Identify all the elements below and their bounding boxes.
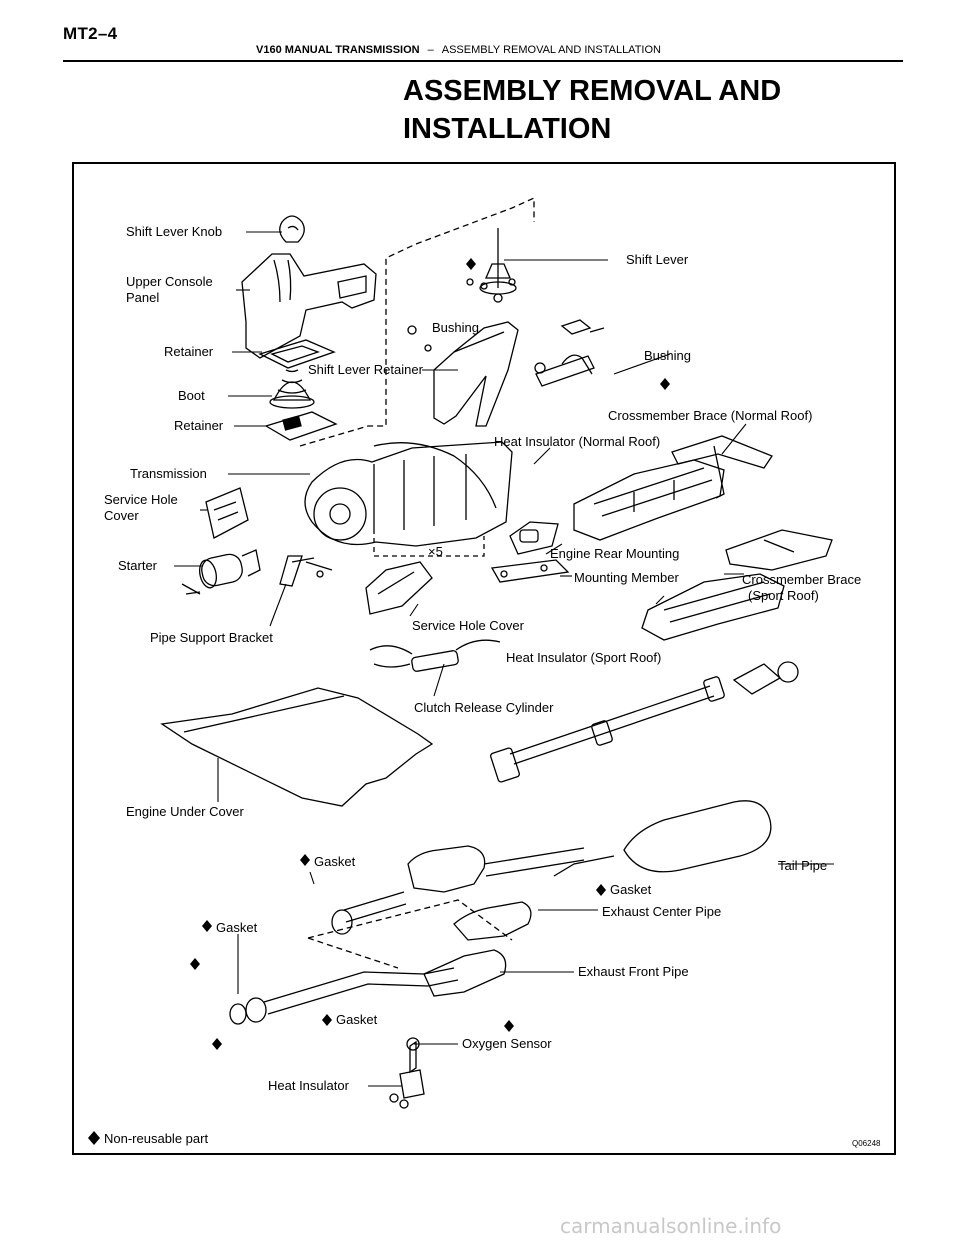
heat-insulator-sport-part: [641, 573, 785, 641]
exhaust-center-pipe-part: [331, 845, 585, 941]
exhaust-dashed-outline: [307, 899, 513, 969]
transmission-part: [304, 441, 513, 557]
label-boot: Boot: [178, 388, 205, 403]
non-reusable-markers: [88, 258, 670, 1145]
engine-rear-mounting-part: [509, 521, 559, 555]
exploded-view-diagram: Shift Lever Knob Upper Console Panel Ret…: [88, 196, 881, 1148]
label-crossmember-brace-normal: Crossmember Brace (Normal Roof): [608, 408, 812, 423]
subsection-title: ASSEMBLY REMOVAL AND INSTALLATION: [441, 44, 661, 56]
pipe-support-bracket-part: [279, 555, 333, 587]
label-heat-insulator-sport: Heat Insulator (Sport Roof): [506, 650, 661, 665]
label-retainer-lower: Retainer: [174, 418, 224, 433]
label-upper-console-panel-1: Upper Console: [126, 274, 213, 289]
oxygen-sensor-part: [406, 1037, 420, 1074]
label-oxygen-sensor: Oxygen Sensor: [462, 1036, 552, 1051]
upper-dashed-outline: [299, 196, 535, 447]
shift-lever-part: [466, 228, 517, 303]
page-number: MT2–4: [63, 24, 118, 43]
label-bushing-upper: Bushing: [432, 320, 479, 335]
retainer-upper-part: [258, 339, 336, 369]
label-service-hole-cover-center: Service Hole Cover: [412, 618, 525, 633]
label-engine-rear-mounting: Engine Rear Mounting: [550, 546, 679, 561]
heat-insulator-normal-part: [573, 459, 725, 541]
label-service-hole-cover-left-2: Cover: [104, 508, 139, 523]
page-title-line-2: INSTALLATION: [403, 113, 612, 145]
crossmember-brace-normal-part: [671, 435, 773, 499]
label-heat-insulator-normal: Heat Insulator (Normal Roof): [494, 434, 660, 449]
service-hole-cover-center-part: [365, 561, 433, 615]
shift-lever-linkage-part: [534, 319, 605, 387]
starter-part: [181, 549, 261, 595]
label-gasket-3: Gasket: [216, 920, 258, 935]
propeller-shaft-part: [490, 661, 799, 783]
label-retainer-upper: Retainer: [164, 344, 214, 359]
mounting-member-part: [490, 559, 570, 583]
label-gasket-2: Gasket: [610, 882, 652, 897]
crossmember-brace-sport-part: [725, 529, 833, 571]
leader-lines: [174, 231, 834, 1087]
boot-part: [269, 369, 315, 409]
label-pipe-support-bracket: Pipe Support Bracket: [150, 630, 273, 645]
exhaust-front-pipe-part: [229, 949, 507, 1025]
upper-console-panel-part: [241, 253, 377, 359]
section-title: V160 MANUAL TRANSMISSION: [256, 44, 420, 56]
label-tail-pipe: Tail Pipe: [778, 858, 827, 873]
page-title: ASSEMBLY REMOVAL AND INSTALLATION: [403, 72, 903, 148]
engine-under-cover-part: [160, 687, 434, 807]
figure-code: Q06248: [852, 1139, 881, 1148]
label-exhaust-center-pipe: Exhaust Center Pipe: [602, 904, 721, 919]
page-title-line-1: ASSEMBLY REMOVAL AND: [403, 75, 782, 107]
label-service-hole-cover-left-1: Service Hole: [104, 492, 178, 507]
service-hole-cover-left-part: [205, 487, 249, 539]
label-shift-lever-retainer: Shift Lever Retainer: [308, 362, 424, 377]
label-starter: Starter: [118, 558, 158, 573]
retainer-lower-part: [264, 411, 338, 441]
heat-insulator-bottom-part: [389, 1069, 425, 1109]
header-rule: [63, 60, 903, 62]
label-shift-lever: Shift Lever: [626, 252, 689, 267]
label-transmission: Transmission: [130, 466, 207, 481]
label-heat-insulator-bottom: Heat Insulator: [268, 1078, 350, 1093]
label-clutch-release-cylinder: Clutch Release Cylinder: [414, 700, 554, 715]
part-labels: Shift Lever Knob Upper Console Panel Ret…: [104, 224, 881, 1148]
label-bushing-right: Bushing: [644, 348, 691, 363]
label-exhaust-front-pipe: Exhaust Front Pipe: [578, 964, 689, 979]
label-shift-lever-knob: Shift Lever Knob: [126, 224, 222, 239]
label-times-five: ×5: [428, 544, 443, 559]
clutch-release-cylinder-part: [369, 639, 501, 672]
legend-non-reusable: Non-reusable part: [104, 1131, 208, 1146]
label-crossmember-brace-sport-1: Crossmember Brace: [742, 572, 861, 587]
running-head: V160 MANUAL TRANSMISSION–ASSEMBLY REMOVA…: [256, 44, 661, 56]
label-mounting-member: Mounting Member: [574, 570, 679, 585]
label-gasket-4: Gasket: [336, 1012, 378, 1027]
label-upper-console-panel-2: Panel: [126, 290, 159, 305]
header-separator: –: [427, 44, 434, 56]
watermark: carmanualsonline.info: [560, 1214, 782, 1238]
shift-lever-retainer-part: [407, 321, 519, 427]
tail-pipe-part: [553, 800, 772, 877]
label-gasket-1: Gasket: [314, 854, 356, 869]
label-crossmember-brace-sport-2: (Sport Roof): [748, 588, 819, 603]
shift-lever-knob-part: [279, 215, 305, 243]
label-engine-under-cover: Engine Under Cover: [126, 804, 244, 819]
exploded-view-figure: Shift Lever Knob Upper Console Panel Ret…: [72, 162, 896, 1155]
